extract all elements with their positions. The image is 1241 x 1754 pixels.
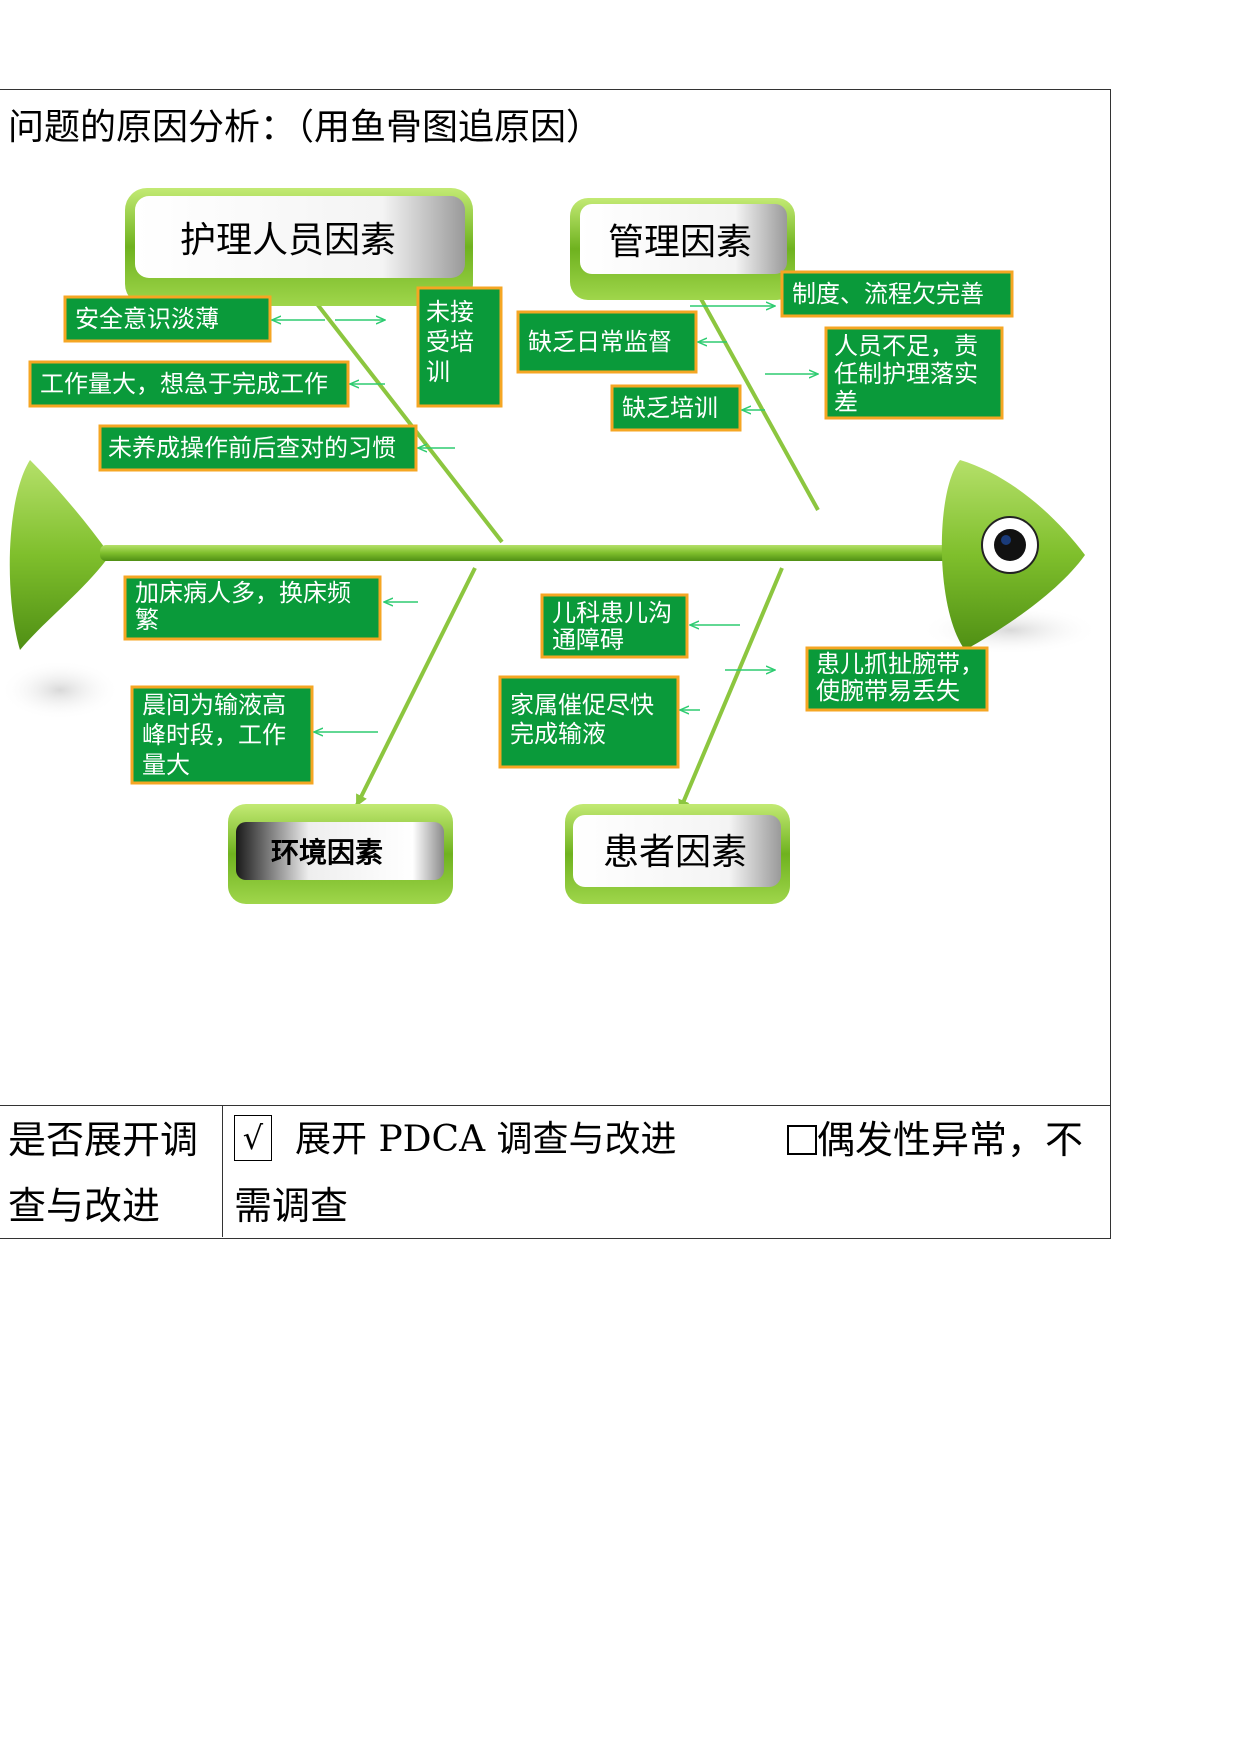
svg-text:受培: 受培	[426, 328, 474, 356]
option-occasional-text: 偶发性异常，不	[817, 1118, 1084, 1162]
category-environment-label: 环境因素	[271, 836, 383, 869]
occasional-checkbox[interactable]	[787, 1125, 817, 1155]
category-environment: 环境因素	[228, 804, 453, 904]
cause-extra-beds: 加床病人多，换床频 繁	[123, 575, 382, 641]
category-management: 管理因素	[570, 198, 795, 300]
bone-patient	[678, 567, 784, 812]
cause-lack-supervision: 缺乏日常监督	[516, 310, 698, 374]
svg-text:繁: 繁	[135, 606, 159, 634]
svg-text:任制护理落实: 任制护理落实	[834, 360, 978, 388]
pdca-checkbox[interactable]: √	[234, 1115, 272, 1161]
fish-spine	[100, 545, 950, 561]
cause-lack-training: 缺乏培训	[610, 384, 742, 432]
category-nursing: 护理人员因素	[125, 188, 473, 306]
svg-text:量大: 量大	[142, 751, 190, 779]
svg-text:家属催促尽快: 家属催促尽快	[510, 691, 654, 719]
fish-tail	[0, 460, 120, 720]
cause-child-communication: 儿科患儿沟 通障碍	[540, 593, 689, 659]
form-frame	[0, 89, 1111, 1239]
svg-text:制度、流程欠完善: 制度、流程欠完善	[792, 280, 984, 308]
bone-management	[683, 268, 820, 511]
cause-morning-peak: 晨间为输液高 峰时段，工作 量大	[130, 685, 314, 785]
cause-workload-rush: 工作量大，想急于完成工作	[28, 360, 350, 408]
svg-text:差: 差	[834, 388, 858, 416]
fishbone-diagram: 护理人员因素 管理因素 环境因素 患者因素 安全意识淡薄 工作量大，想急于完成工…	[0, 188, 1100, 904]
category-management-label: 管理因素	[608, 222, 752, 263]
svg-text:缺乏日常监督: 缺乏日常监督	[528, 328, 672, 356]
category-patient-label: 患者因素	[603, 832, 747, 873]
section-heading: 问题的原因分析：（用鱼骨图追原因）	[8, 107, 603, 148]
svg-text:未养成操作前后查对的习惯: 未养成操作前后查对的习惯	[108, 434, 396, 462]
cause-no-check-habit: 未养成操作前后查对的习惯	[98, 424, 418, 472]
svg-text:完成输液: 完成输液	[510, 720, 606, 748]
fish-head	[920, 460, 1100, 655]
svg-text:缺乏培训: 缺乏培训	[622, 394, 718, 422]
option-occasional-cont: 需调查	[234, 1184, 349, 1228]
cause-wristband-loss: 患儿抓扯腕带， 使腕带易丢失	[805, 646, 989, 712]
column-divider	[222, 1105, 223, 1237]
svg-text:加床病人多，换床频: 加床病人多，换床频	[135, 579, 351, 607]
svg-text:人员不足，责: 人员不足，责	[834, 332, 978, 360]
row-divider	[0, 1105, 1110, 1106]
connector-arrows	[272, 306, 818, 732]
bone-environment	[355, 567, 477, 807]
cause-system-process: 制度、流程欠完善	[780, 270, 1014, 318]
svg-text:通障碍: 通障碍	[552, 626, 624, 654]
svg-text:安全意识淡薄: 安全意识淡薄	[75, 305, 219, 333]
category-patient: 患者因素	[565, 804, 790, 904]
svg-text:训: 训	[426, 358, 450, 386]
bone-nursing	[298, 280, 504, 544]
cause-staff-shortage: 人员不足，责 任制护理落实 差	[824, 326, 1004, 420]
svg-text:未接: 未接	[426, 298, 474, 326]
svg-text:峰时段，工作: 峰时段，工作	[142, 721, 286, 749]
decision-label-line2: 查与改进	[8, 1184, 161, 1228]
cause-safety-awareness: 安全意识淡薄	[63, 295, 272, 343]
option-occasional: 偶发性异常，不	[787, 1107, 1083, 1173]
cause-family-urge: 家属催促尽快 完成输液	[498, 675, 680, 769]
category-nursing-label: 护理人员因素	[180, 220, 396, 261]
svg-text:工作量大，想急于完成工作: 工作量大，想急于完成工作	[40, 370, 328, 398]
svg-text:使腕带易丢失: 使腕带易丢失	[816, 677, 960, 705]
decision-label-line1: 是否展开调	[8, 1118, 199, 1162]
cause-untrained: 未接 受培 训	[416, 286, 503, 408]
option-pdca: 展开 PDCA 调查与改进	[295, 1119, 677, 1160]
svg-text:儿科患儿沟: 儿科患儿沟	[552, 599, 672, 627]
svg-text:晨间为输液高: 晨间为输液高	[142, 691, 286, 719]
svg-text:患儿抓扯腕带，: 患儿抓扯腕带，	[816, 650, 984, 678]
